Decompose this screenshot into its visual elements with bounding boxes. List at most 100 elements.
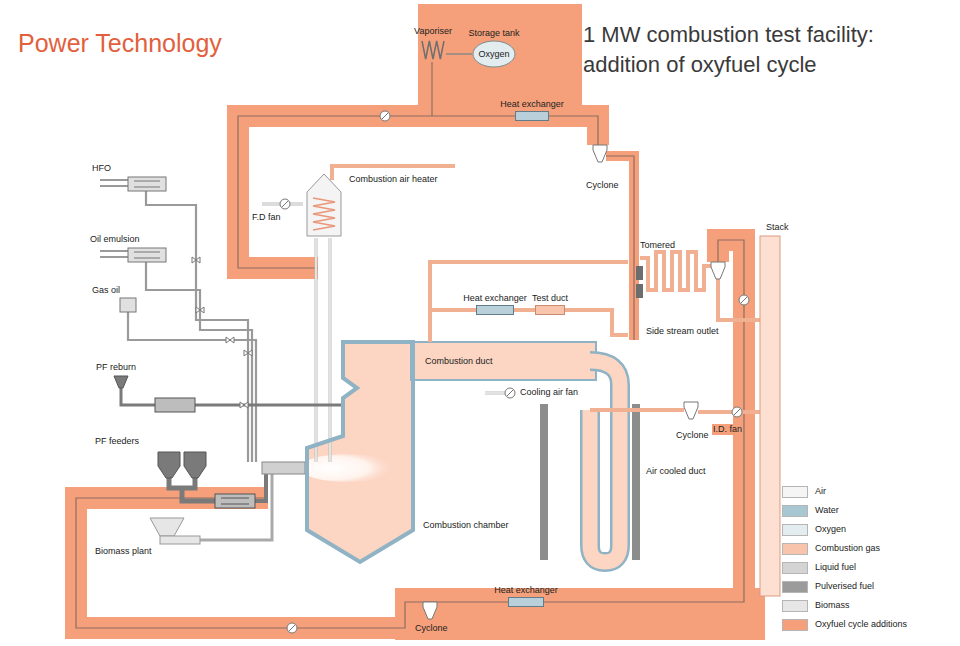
legend-row: Liquid fuel bbox=[782, 558, 907, 577]
stack bbox=[760, 236, 780, 596]
fan-symbol bbox=[741, 297, 747, 303]
combustion-duct bbox=[411, 342, 596, 380]
part-label: HFO bbox=[92, 163, 111, 174]
vaporiser-coil: Vaporiser bbox=[420, 38, 446, 62]
fan-symbol bbox=[734, 409, 740, 415]
legend-label: Combustion gas bbox=[815, 543, 880, 554]
combustion-duct bbox=[590, 361, 620, 562]
air-line-core bbox=[262, 204, 505, 462]
fan-symbol bbox=[505, 388, 515, 398]
vaporiser-coil-shape bbox=[420, 38, 446, 62]
biomass-unit bbox=[150, 474, 272, 544]
brand-name: Power Technology bbox=[18, 28, 222, 58]
combustion-chamber-fill bbox=[300, 454, 396, 482]
legend-label: Air bbox=[815, 486, 826, 497]
node-label: Vaporiser bbox=[414, 26, 452, 37]
combustion-duct bbox=[590, 361, 620, 562]
legend-label: Pulverised fuel bbox=[815, 581, 874, 592]
legend-row: Oxyfuel cycle additions bbox=[782, 615, 907, 634]
chamber-wall bbox=[307, 342, 413, 562]
legend-swatch bbox=[782, 543, 808, 555]
heat-exchanger-box bbox=[509, 598, 544, 607]
oxyfuel-pipe bbox=[76, 62, 744, 628]
legend-swatch bbox=[782, 619, 808, 631]
liquid-fuel-line bbox=[100, 180, 256, 462]
tomered-heater-block bbox=[636, 266, 643, 298]
legend-swatch bbox=[782, 581, 808, 593]
legend-label: Water bbox=[815, 505, 839, 516]
biomass-unit bbox=[150, 518, 184, 536]
air-line bbox=[329, 238, 332, 462]
air-line-core bbox=[329, 238, 330, 462]
valve-symbol bbox=[196, 307, 204, 313]
part-label: Biomass plant bbox=[95, 546, 152, 557]
pulverised-fuel-line bbox=[255, 474, 266, 501]
legend-swatch bbox=[782, 486, 808, 498]
fan-symbol bbox=[382, 113, 388, 119]
oxyfuel-pipe bbox=[238, 116, 598, 268]
air-cooled-duct-wall bbox=[540, 404, 640, 560]
valve-symbol bbox=[240, 402, 248, 408]
air-line-core bbox=[485, 392, 505, 393]
legend: AirWaterOxygenCombustion gasLiquid fuelP… bbox=[782, 482, 907, 634]
heater-casing bbox=[307, 174, 341, 236]
pipe-connector bbox=[514, 308, 535, 312]
part-label: Side stream outlet bbox=[646, 326, 719, 337]
pulverised-fuel-unit bbox=[215, 494, 255, 508]
combustion-chamber: Combustion chamber bbox=[305, 340, 415, 565]
legend-label: Oxygen bbox=[815, 524, 846, 535]
legend-label: Biomass bbox=[815, 600, 850, 611]
part-label: Cyclone bbox=[676, 430, 709, 441]
air-cooled-duct-wall bbox=[540, 404, 548, 560]
legend-row: Water bbox=[782, 501, 907, 520]
part-label: Cooling air fan bbox=[520, 387, 578, 398]
part-label: Tomered bbox=[640, 240, 675, 251]
part-label: Air cooled duct bbox=[646, 466, 706, 477]
cyclone-symbol bbox=[423, 602, 437, 619]
pulverised-fuel-line bbox=[121, 388, 155, 405]
cyclone-symbol bbox=[423, 145, 725, 619]
valve-symbol bbox=[244, 350, 252, 356]
fan-symbol bbox=[289, 625, 295, 631]
air-cooled-duct-wall bbox=[632, 404, 640, 560]
fan-symbol bbox=[739, 295, 749, 305]
oxyfuel-band bbox=[76, 4, 765, 640]
part-label: Cyclone bbox=[415, 623, 448, 634]
tomered-heater-block bbox=[636, 284, 643, 298]
combustion-gas-line bbox=[718, 279, 760, 320]
stack bbox=[760, 236, 780, 596]
node-label: Combustion chamber bbox=[423, 520, 509, 531]
legend-swatch bbox=[782, 505, 808, 517]
pulverised-fuel-line bbox=[195, 404, 343, 407]
air-line-core bbox=[315, 238, 316, 462]
liquid-fuel-unit bbox=[134, 181, 160, 258]
pulverised-fuel-unit bbox=[184, 452, 206, 478]
liquid-fuel-unit bbox=[128, 177, 166, 191]
part-label: F.D fan bbox=[252, 212, 281, 223]
pipe-connector bbox=[446, 53, 472, 55]
node-label: Heat exchanger bbox=[494, 585, 558, 596]
fan-symbol bbox=[507, 390, 513, 396]
part-label: I.D. fan bbox=[712, 424, 743, 435]
oxyfuel-pipe bbox=[431, 62, 432, 116]
oxyfuel-band bbox=[238, 116, 598, 268]
pulverised-fuel-unit bbox=[155, 398, 195, 412]
legend-row: Pulverised fuel bbox=[782, 577, 907, 596]
liquid-fuel-line bbox=[100, 180, 128, 186]
biomass-unit bbox=[200, 474, 272, 540]
vaporiser-coil bbox=[422, 41, 444, 59]
legend-row: Combustion gas bbox=[782, 539, 907, 558]
legend-swatch bbox=[782, 562, 808, 574]
node-label: Oxygen bbox=[478, 49, 509, 60]
part-label: Gas oil bbox=[92, 285, 120, 296]
pulverised-fuel-unit bbox=[158, 452, 180, 478]
pulverised-fuel-unit bbox=[221, 498, 249, 504]
heat-exchanger: Heat exchanger bbox=[476, 305, 514, 315]
oxyfuel-band bbox=[395, 588, 765, 640]
heat-exchanger: Heat exchanger bbox=[508, 597, 544, 607]
combustion-air-heater: Combustion air heater bbox=[303, 172, 345, 238]
valve-symbol bbox=[192, 257, 252, 408]
air-line bbox=[262, 204, 505, 462]
